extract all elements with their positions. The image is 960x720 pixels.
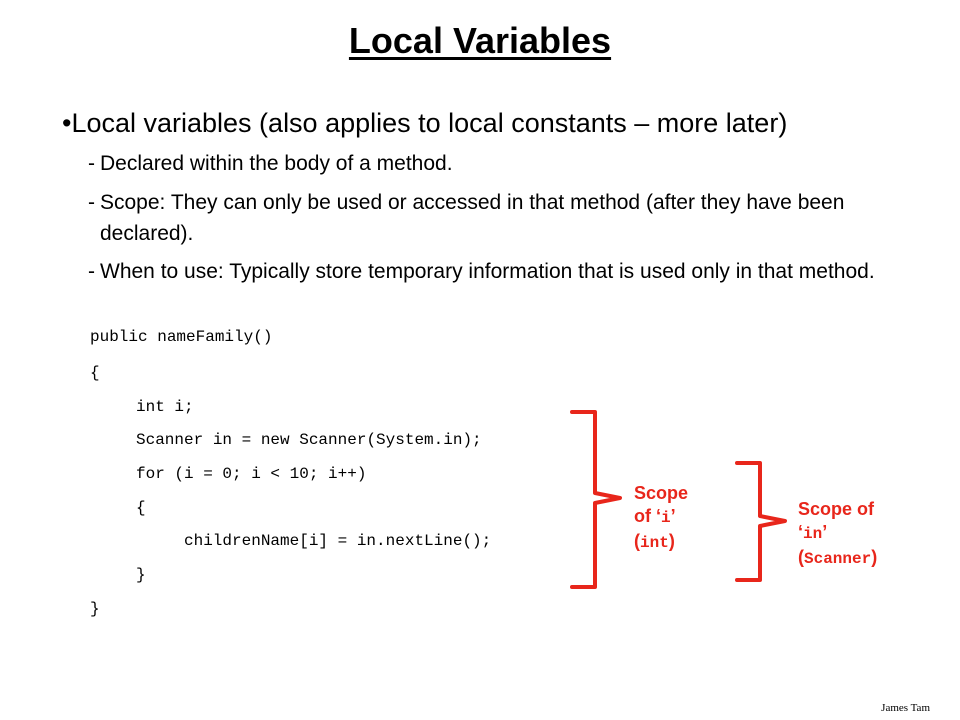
bullet-dash: - <box>88 260 95 283</box>
sub-bullet-text: Declared within the body of a method. <box>100 152 453 175</box>
scope-i-bracket <box>570 410 622 589</box>
sub-bullet-text: When to use: Typically store temporary i… <box>100 260 875 283</box>
code-line: public nameFamily() <box>90 328 273 346</box>
code-line: { <box>136 499 146 517</box>
code-line: for (i = 0; i < 10; i++) <box>136 465 367 483</box>
scope-in-line2: ‘in’ <box>798 522 828 543</box>
code-line: childrenName[i] = in.nextLine(); <box>184 532 492 550</box>
scope-i-line3: (int) <box>634 531 675 552</box>
scope-in-bracket <box>735 461 787 582</box>
scope-in-line1: Scope of <box>798 499 875 519</box>
code-line: } <box>136 566 146 584</box>
code-line: int i; <box>136 398 194 416</box>
slide-title: Local Variables <box>348 20 612 61</box>
code-line: { <box>90 364 100 382</box>
scope-in-line3: (Scanner) <box>798 547 878 568</box>
scope-in-label: Scope of ‘in’ (Scanner) <box>798 498 877 571</box>
bullet-dash: - <box>88 191 95 214</box>
scope-i-label: Scope of ‘i’ (int) <box>634 482 688 555</box>
code-line: } <box>90 600 100 618</box>
sub-bullet-text: Scope: They can only be used or accessed… <box>100 191 845 245</box>
main-bullet: •Local variables (also applies to local … <box>62 108 788 138</box>
bullet-dash: - <box>88 152 95 175</box>
scope-i-line1: Scope <box>634 483 689 503</box>
sub-bullet-scope: - Scope: They can only be used or access… <box>88 187 928 249</box>
code-line: Scanner in = new Scanner(System.in); <box>136 431 482 449</box>
sub-bullet-declared: - Declared within the body of a method. <box>88 148 928 179</box>
scope-i-line2: of ‘i’ <box>634 506 676 527</box>
author-credit: James Tam <box>881 702 930 714</box>
sub-bullet-when-to-use: - When to use: Typically store temporary… <box>88 256 928 287</box>
